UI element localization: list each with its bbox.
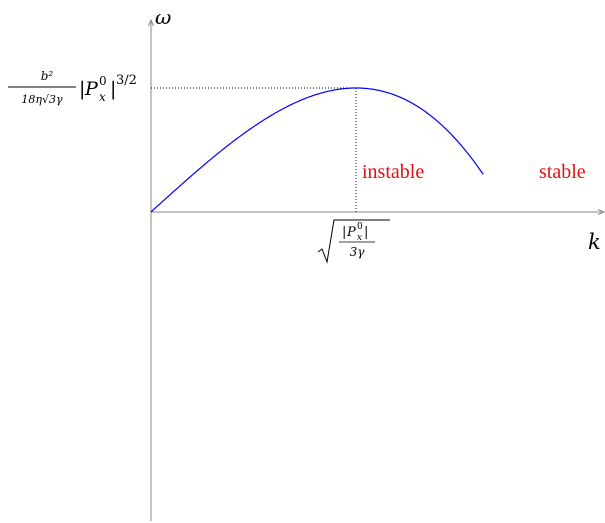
peak-omega-sub: x: [99, 90, 106, 104]
peak-omega-label: b² 18η√3γ | P 0 x | 3/2: [8, 69, 137, 106]
peak-omega-abs-close: |: [110, 78, 116, 100]
y-axis-label: ω: [155, 5, 171, 29]
peak-omega-numerator: b²: [41, 69, 54, 83]
peak-k-sub: x: [357, 233, 362, 243]
peak-k-abs-open: |: [342, 225, 346, 240]
peak-omega-denominator: 18η√3γ: [21, 93, 63, 106]
peak-omega-var: P: [84, 78, 99, 100]
peak-k-var: P: [346, 225, 356, 240]
peak-omega-abs-open: |: [79, 78, 85, 100]
peak-omega-sup: 0: [99, 74, 107, 88]
instable-region-label: instable: [362, 161, 424, 183]
x-axis-label: k: [588, 230, 601, 254]
peak-omega-power: 3/2: [116, 73, 137, 88]
stable-region-label: stable: [539, 161, 586, 183]
peak-k-abs-close: |: [364, 225, 368, 240]
dispersion-curve: [150, 87, 484, 213]
peak-k-denominator: 3γ: [350, 245, 366, 259]
x-axis-arrow-icon: [597, 209, 605, 215]
peak-k-sup: 0: [357, 222, 363, 232]
peak-k-label: | P 0 x | 3γ: [317, 219, 390, 264]
sqrt-sign-icon: [317, 219, 390, 264]
y-axis-arrow-icon: [148, 18, 154, 27]
